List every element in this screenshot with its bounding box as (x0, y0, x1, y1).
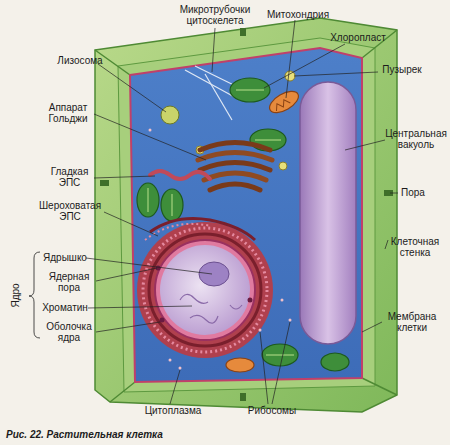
wall-pore (240, 393, 246, 401)
ribosome-dots (145, 224, 211, 240)
part-label: Пора (395, 187, 431, 198)
part-label: Хлоропласт (318, 32, 398, 43)
golgi-cisterna (200, 163, 270, 171)
leader-line (362, 322, 382, 332)
ribosome (259, 329, 262, 332)
leader-line (212, 28, 215, 72)
part-label: Рибосомы (240, 405, 304, 416)
golgi-cisterna (210, 184, 260, 190)
cytoplasm (130, 48, 362, 382)
leader-line (96, 322, 160, 332)
leader-line (94, 176, 155, 178)
cell-wall (95, 18, 397, 412)
nucleolus (199, 262, 229, 286)
chloroplast (230, 78, 270, 102)
part-label: Клеточная стенка (382, 236, 448, 258)
mitochondrion (226, 358, 254, 372)
part-label: Хроматин (40, 302, 90, 313)
leader-line (286, 20, 295, 98)
chloroplast (161, 189, 183, 221)
mitochondrion (266, 87, 302, 117)
part-label: Цитоплазма (138, 405, 208, 416)
cell-wall-inner (118, 38, 375, 392)
wall-pore (100, 180, 109, 186)
leader-line (272, 322, 290, 404)
part-label: Аппарат Гольджи (38, 102, 98, 124)
rough-er (137, 222, 273, 358)
thylakoid (172, 194, 173, 216)
part-label: Ядерная пора (40, 271, 98, 293)
leader-line (96, 268, 157, 281)
leader-line (104, 212, 158, 236)
part-label: Микротрубочки цитоскелета (165, 4, 265, 26)
chloroplast (262, 344, 298, 366)
part-label: Пузырек (372, 64, 432, 75)
leader-line (294, 72, 378, 76)
part-label: Гладкая ЭПС (42, 166, 97, 188)
lysosome (161, 106, 179, 124)
vesicle (279, 162, 287, 170)
ribosome (149, 129, 152, 132)
thylakoid (236, 90, 264, 91)
smooth-er (150, 171, 210, 179)
chloroplast (137, 183, 159, 217)
part-label: Центральная вакуоль (382, 128, 450, 150)
leader-line (170, 370, 180, 404)
nucleus (160, 245, 250, 335)
ribosome (179, 367, 182, 370)
golgi-cisterna (204, 173, 266, 180)
chloroplast (137, 183, 159, 217)
golgi-cisterna (198, 153, 272, 161)
chloroplast (321, 353, 349, 371)
central-vacuole (300, 82, 356, 344)
ribosome-dots (143, 228, 267, 352)
part-label: Шероховатая ЭПС (34, 200, 106, 222)
leader-line (94, 114, 206, 160)
rough-er-cisterna (150, 219, 255, 241)
wall-edge (110, 382, 135, 402)
nucleus-bracket (29, 252, 40, 338)
chromatin (180, 294, 242, 323)
chloroplast (230, 78, 270, 102)
leader-line (264, 44, 345, 88)
thylakoid (255, 140, 281, 141)
nuclear-pore (160, 318, 165, 323)
part-label: Мембрана клетки (378, 311, 446, 333)
chloroplast (321, 353, 349, 371)
mitochondrion-crista (273, 98, 290, 111)
wall-pore (240, 28, 246, 36)
ribosome (289, 319, 292, 322)
part-label: Оболочка ядра (40, 321, 98, 343)
leader-line (88, 306, 192, 308)
leader-line (390, 193, 398, 194)
leader-line (385, 240, 388, 249)
ribosome (281, 299, 284, 302)
leader-line (98, 64, 166, 112)
nuclear-pore (248, 298, 253, 303)
ribosome (169, 359, 172, 362)
chloroplast (161, 189, 183, 221)
chloroplast (262, 344, 298, 366)
rough-er-cisterna (149, 234, 261, 346)
figure-caption: Рис. 22. Растительная клетка (6, 429, 163, 441)
thylakoid (266, 355, 294, 356)
leader-lines (86, 20, 398, 404)
part-label: Лизосома (50, 55, 110, 66)
leader-line (260, 332, 268, 404)
wall-edge (362, 378, 397, 395)
microtubule (205, 74, 232, 120)
ribosomes (149, 129, 292, 370)
leader-line (345, 140, 385, 150)
leader-line (86, 258, 212, 274)
golgi-cisterna (200, 143, 270, 151)
part-label: Ядрышко (40, 252, 90, 263)
nuclear-envelope (155, 240, 255, 340)
part-label: Митохондрия (258, 9, 338, 20)
thylakoid (148, 188, 149, 212)
part-label: Ядро (10, 279, 21, 313)
